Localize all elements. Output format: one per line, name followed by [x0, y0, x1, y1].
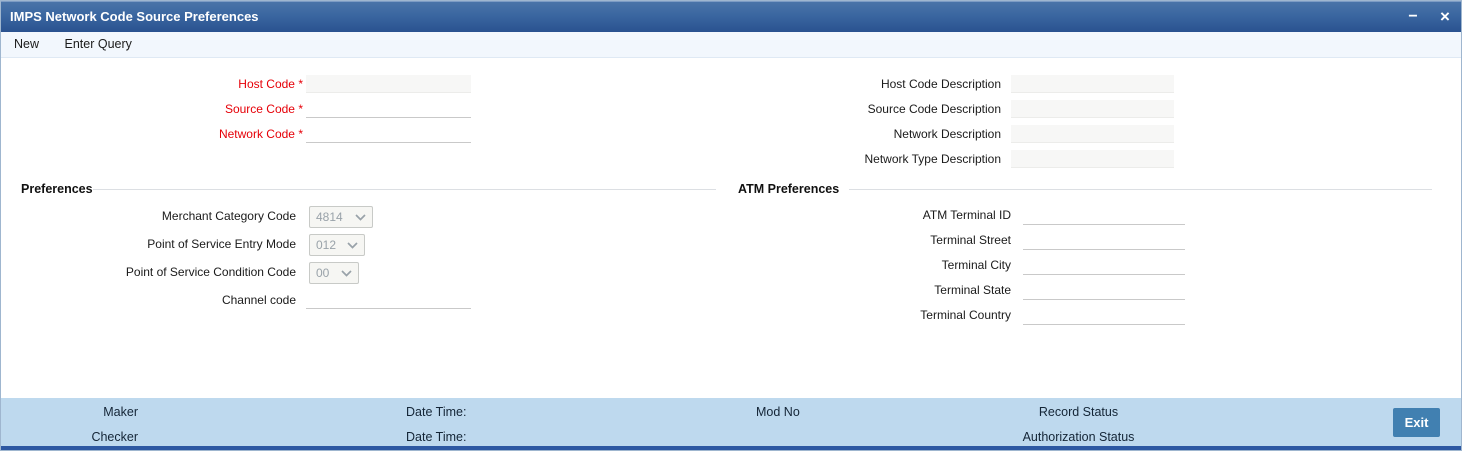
network-code-label: Network Code *	[218, 127, 303, 141]
atm-preferences-section-title: ATM Preferences	[738, 182, 840, 196]
source-code-description-input[interactable]	[1011, 100, 1174, 118]
mod-no-label: Mod No	[756, 405, 800, 419]
window-title: IMPS Network Code Source Preferences	[10, 9, 259, 24]
atm-preferences-section-divider	[849, 189, 1432, 190]
terminal-city-label: Terminal City	[941, 258, 1011, 272]
merchant-category-code-label: Merchant Category Code	[161, 209, 296, 223]
close-button[interactable]: ×	[1435, 2, 1455, 33]
host-code-label: Host Code *	[238, 77, 303, 91]
preferences-section-title: Preferences	[21, 182, 93, 196]
pos-entry-mode-label: Point of Service Entry Mode	[147, 237, 296, 251]
minimize-icon: −	[1408, 8, 1418, 25]
terminal-country-label: Terminal Country	[920, 308, 1011, 322]
host-code-description-input[interactable]	[1011, 75, 1174, 93]
network-description-label: Network Description	[893, 127, 1001, 141]
terminal-street-input[interactable]	[1023, 232, 1185, 250]
form-area: Host Code * Source Code * Network Code *…	[1, 58, 1461, 398]
chevron-down-icon	[341, 269, 352, 277]
atm-terminal-id-input[interactable]	[1023, 207, 1185, 225]
network-type-description-input[interactable]	[1011, 150, 1174, 168]
toolbar: New Enter Query	[1, 32, 1461, 58]
channel-code-input[interactable]	[306, 291, 471, 309]
checker-datetime-label: Date Time:	[406, 430, 467, 444]
preferences-section-divider	[93, 189, 716, 190]
checker-label: Checker	[91, 430, 138, 444]
channel-code-label: Channel code	[221, 293, 296, 307]
network-description-input[interactable]	[1011, 125, 1174, 143]
minimize-button[interactable]: −	[1403, 2, 1423, 33]
terminal-country-input[interactable]	[1023, 307, 1185, 325]
terminal-state-label: Terminal State	[934, 283, 1011, 297]
source-code-label: Source Code *	[224, 102, 303, 116]
chevron-down-icon	[355, 213, 366, 221]
merchant-category-code-value: 4814	[316, 210, 343, 224]
terminal-street-label: Terminal Street	[930, 233, 1011, 247]
titlebar: IMPS Network Code Source Preferences − ×	[1, 1, 1461, 32]
terminal-city-input[interactable]	[1023, 257, 1185, 275]
pos-entry-mode-select[interactable]: 012	[309, 234, 365, 256]
maker-datetime-label: Date Time:	[406, 405, 467, 419]
host-code-description-label: Host Code Description	[880, 77, 1001, 91]
menu-new[interactable]: New	[14, 37, 40, 51]
merchant-category-code-select[interactable]: 4814	[309, 206, 373, 228]
authorization-status-label: Authorization Status	[1022, 430, 1135, 444]
pos-condition-code-value: 00	[316, 266, 330, 280]
window-bottom-border	[1, 446, 1461, 450]
host-code-input[interactable]	[306, 75, 471, 93]
source-code-input[interactable]	[306, 100, 471, 118]
chevron-down-icon	[347, 241, 358, 249]
atm-terminal-id-label: ATM Terminal ID	[922, 208, 1011, 222]
close-icon: ×	[1440, 7, 1450, 26]
pos-entry-mode-value: 012	[316, 238, 337, 252]
pos-condition-code-label: Point of Service Condition Code	[125, 265, 296, 279]
network-type-description-label: Network Type Description	[864, 152, 1002, 166]
footer: Maker Checker Date Time: Date Time: Mod …	[1, 398, 1461, 447]
maker-label: Maker	[103, 405, 138, 419]
exit-button[interactable]: Exit	[1393, 408, 1440, 437]
source-code-description-label: Source Code Description	[867, 102, 1001, 116]
record-status-label: Record Status	[1038, 405, 1119, 419]
network-code-input[interactable]	[306, 125, 471, 143]
pos-condition-code-select[interactable]: 00	[309, 262, 359, 284]
terminal-state-input[interactable]	[1023, 282, 1185, 300]
menu-enter-query[interactable]: Enter Query	[64, 37, 132, 51]
